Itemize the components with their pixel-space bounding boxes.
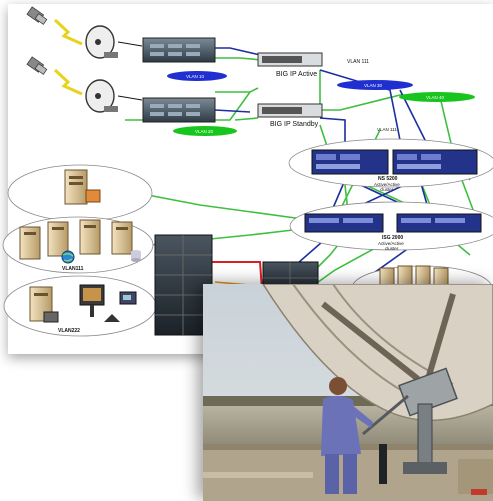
- server-icon: [29, 286, 59, 323]
- router-device: [142, 97, 216, 123]
- isg2000-device: [396, 213, 482, 233]
- bigip-standby-device: [257, 103, 323, 118]
- conference-phone-icon: [104, 314, 120, 322]
- bigip-standby-label: BIG IP Standby: [270, 121, 319, 128]
- server-icon: [111, 221, 133, 255]
- vlan10-label: VLAN 10: [186, 74, 205, 79]
- satellite-icon: [26, 56, 48, 75]
- vlan10-segment: [167, 71, 227, 81]
- server-icon: [47, 221, 69, 257]
- vlan222-group-label: VLAN222: [58, 328, 80, 334]
- ns5200-device: [311, 149, 389, 175]
- ip-phone-icon: [119, 291, 137, 305]
- isg2000-label-1: ISG 2000: [382, 235, 403, 241]
- dish-antenna-icon: [85, 25, 118, 59]
- database-icon: [131, 250, 141, 262]
- vlan111-group-label: VLAN111: [62, 266, 84, 272]
- vlan40-segment: [399, 92, 475, 102]
- vlan111-mid-label: VLAN 111: [377, 127, 397, 132]
- video-screen-icon: [79, 284, 105, 317]
- bigip-active-label: BIG IP Active: [276, 71, 317, 78]
- isg2000-label-2: Active/Active: [378, 241, 404, 246]
- server-icon: [64, 169, 101, 205]
- vlan40-label: VLAN 40: [426, 95, 445, 100]
- technician-photo: [203, 284, 493, 501]
- isg2000-label-3: cluster: [385, 246, 399, 251]
- vlan111-top-label: VLAN 111: [347, 59, 369, 65]
- isg2000-device: [304, 213, 384, 233]
- vlan30-segment: [337, 80, 413, 90]
- vlan20-label: VLAN 20: [195, 129, 214, 134]
- dish-antenna-icon: [85, 79, 118, 113]
- ns5200-label-3: cluster: [380, 187, 394, 192]
- server-icon: [19, 226, 41, 260]
- satellite-icon: [26, 6, 48, 25]
- ns5200-device: [392, 149, 478, 175]
- ns5200-label-1: NS 5200: [378, 176, 398, 182]
- router-device: [142, 37, 216, 63]
- vlan20-segment: [173, 126, 237, 136]
- server-icon: [79, 219, 101, 255]
- globe-icon: [61, 250, 75, 264]
- bigip-active-device: [257, 52, 323, 67]
- vlan30-label: VLAN 30: [364, 83, 383, 88]
- ns5200-label-2: Active/Active: [374, 182, 400, 187]
